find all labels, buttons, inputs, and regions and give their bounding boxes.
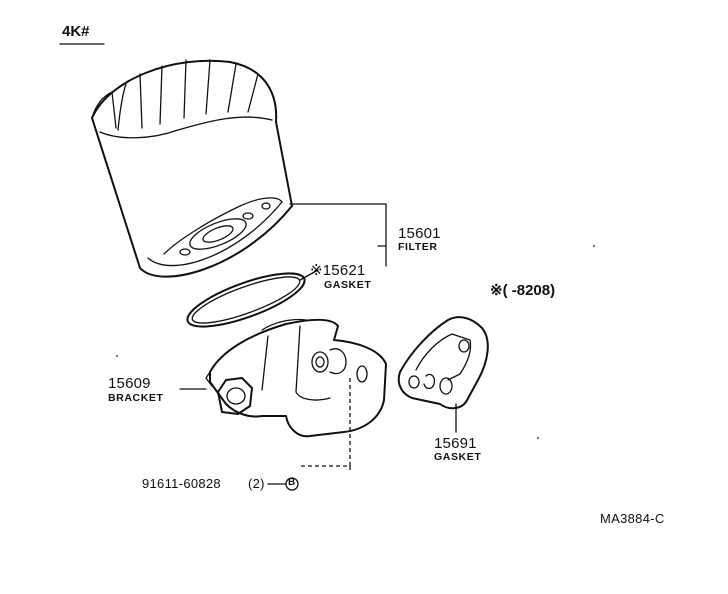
date-range-note: ※( -8208): [490, 282, 556, 299]
ring-gasket-drawing: [186, 272, 306, 328]
filter-part-name: FILTER: [398, 241, 438, 253]
bracket-drawing: [205, 318, 387, 438]
bolt-quantity: (2): [248, 476, 265, 491]
plate-gasket-part-name: GASKET: [434, 451, 482, 463]
bracket-part-number: 15609: [108, 375, 151, 392]
bolt-part-number: 91611-60828: [142, 476, 221, 491]
oil-filter-drawing: [91, 59, 293, 278]
filter-part-number: 15601: [398, 225, 441, 242]
bolt-callout-letter: B: [288, 477, 296, 488]
ring-gasket-part-name: GASKET: [324, 279, 372, 291]
ring-gasket-leader: [299, 269, 319, 281]
filter-leader: [289, 203, 387, 267]
ring-gasket-part-number: ※15621: [310, 262, 366, 279]
speck: [116, 355, 118, 357]
plate-gasket-part-number: 15691: [434, 435, 477, 452]
model-label: 4K#: [62, 23, 90, 40]
bolt-dashed-leader: [300, 378, 351, 470]
speck: [537, 437, 539, 439]
plate-gasket-drawing: [397, 316, 489, 410]
bolt-callout-circle: [285, 477, 299, 491]
speck: [593, 245, 595, 247]
bracket-part-name: BRACKET: [108, 392, 164, 404]
drawing-id: MA3884-C: [600, 511, 665, 526]
